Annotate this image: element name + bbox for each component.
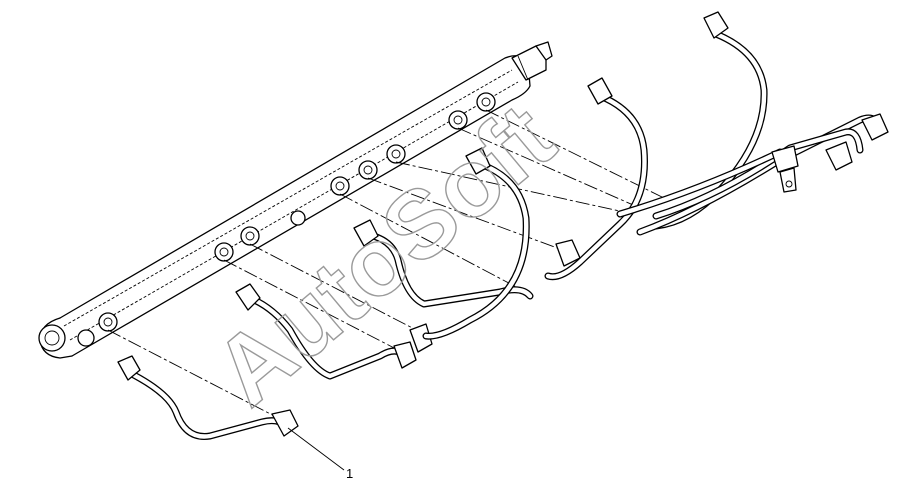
injection-pipe-5 xyxy=(544,77,648,281)
alignment-lines xyxy=(107,109,669,421)
injection-pipe-4 xyxy=(422,147,530,340)
callout-1: 1 xyxy=(287,427,353,481)
callout-label: 1 xyxy=(346,466,353,481)
injection-pipe-1 xyxy=(117,355,299,440)
rail-pressure-sensor xyxy=(511,41,553,81)
watermark-text: AutoSoft xyxy=(195,84,574,426)
fuel-rail xyxy=(38,41,553,359)
rail-outlet-fittings xyxy=(98,92,496,332)
return-lines xyxy=(616,113,889,236)
injection-pipe-2 xyxy=(235,283,417,380)
injection-pipe-3 xyxy=(353,219,534,353)
pipe-clamp xyxy=(771,145,799,193)
